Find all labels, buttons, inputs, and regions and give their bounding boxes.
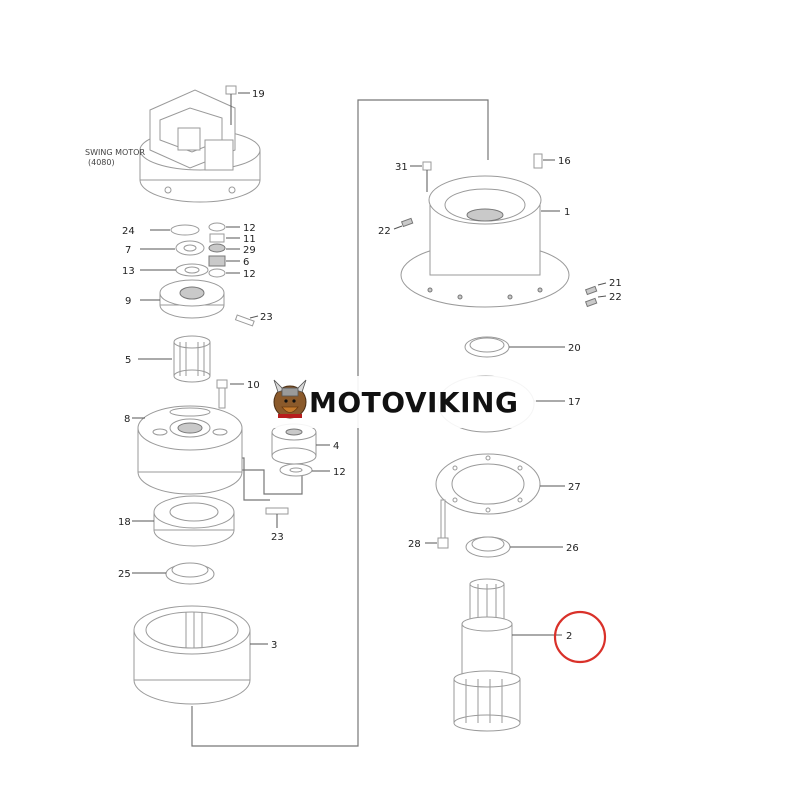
callout-8: 8 <box>124 414 130 425</box>
callout-17: 17 <box>568 397 581 408</box>
pin-16-part <box>533 153 543 169</box>
callout-24: 24 <box>122 226 135 237</box>
callout-12-mid: 12 <box>243 269 256 280</box>
bearing-7-part <box>175 240 205 256</box>
bolt-19-part <box>225 85 237 125</box>
leader-22-left <box>393 225 403 230</box>
callout-22-left: 22 <box>378 226 391 237</box>
washer-13-part <box>175 263 209 277</box>
callout-16: 16 <box>558 156 571 167</box>
ring-gear-3-part <box>133 605 251 705</box>
leader-21 <box>597 282 607 286</box>
washer-12-lower-part <box>279 463 313 477</box>
leader-22-right <box>597 295 607 298</box>
callout-29: 29 <box>243 245 256 256</box>
carrier-8-part <box>137 405 243 495</box>
callout-11: 11 <box>243 234 256 245</box>
callout-26: 26 <box>566 543 579 554</box>
callout-28: 28 <box>408 539 421 550</box>
pin-23-upper-part <box>234 314 255 327</box>
callout-31: 31 <box>395 162 408 173</box>
callout-4: 4 <box>333 441 339 452</box>
callout-21: 21 <box>609 278 622 289</box>
swing-motor-label: SWING MOTOR <box>85 148 145 157</box>
sun-gear-5-part <box>173 335 211 383</box>
bolt-31-part <box>422 161 432 192</box>
callout-19: 19 <box>252 89 265 100</box>
callout-10: 10 <box>247 380 260 391</box>
highlight-circle-part-2 <box>553 610 607 664</box>
bearing-18-part <box>153 495 235 547</box>
callout-25: 25 <box>118 569 131 580</box>
swing-motor-code: (4080) <box>88 158 115 167</box>
callout-7: 7 <box>125 245 131 256</box>
callout-20: 20 <box>568 343 581 354</box>
callout-9: 9 <box>125 296 131 307</box>
washer-12-top-part <box>208 222 226 232</box>
planet-gear-4-part <box>271 423 317 465</box>
callout-3: 3 <box>271 640 277 651</box>
watermark-text: MOTOVIKING <box>309 386 518 419</box>
callout-12-lower: 12 <box>333 467 346 478</box>
plate-27-part <box>435 453 541 515</box>
plug-22-left-part <box>400 217 414 228</box>
callout-12-top: 12 <box>243 223 256 234</box>
pinion-shaft-2-part <box>453 578 521 732</box>
plug-22-right-part <box>584 297 598 308</box>
seal-25-part <box>165 562 215 585</box>
callout-18: 18 <box>118 517 131 528</box>
seal-26-part <box>465 536 511 558</box>
callout-22-right: 22 <box>609 292 622 303</box>
bolt-10-part <box>216 379 228 409</box>
leader-23-upper <box>249 315 259 319</box>
bushing-11-part <box>209 233 225 243</box>
bolt-28-part <box>437 499 449 549</box>
callout-23-lower: 23 <box>271 532 284 543</box>
callout-6: 6 <box>243 257 249 268</box>
callout-27: 27 <box>568 482 581 493</box>
gear-6-part <box>208 255 226 267</box>
washer-12-mid-part <box>208 268 226 278</box>
watermark-banner: MOTOVIKING <box>262 376 536 428</box>
needle-29-part <box>208 243 226 253</box>
swing-motor-part <box>139 89 261 203</box>
callout-23-upper: 23 <box>260 312 273 323</box>
callout-1: 1 <box>564 207 570 218</box>
o-ring-20-part <box>464 336 510 358</box>
viking-logo-icon <box>273 379 307 419</box>
o-ring-24-part <box>170 224 200 236</box>
plug-21-part <box>584 285 598 296</box>
housing-1-part <box>400 175 570 308</box>
pin-23-lower-part <box>265 507 289 515</box>
carrier-9-part <box>159 279 225 319</box>
callout-5: 5 <box>125 355 131 366</box>
callout-13: 13 <box>122 266 135 277</box>
callout-2: 2 <box>566 631 572 642</box>
